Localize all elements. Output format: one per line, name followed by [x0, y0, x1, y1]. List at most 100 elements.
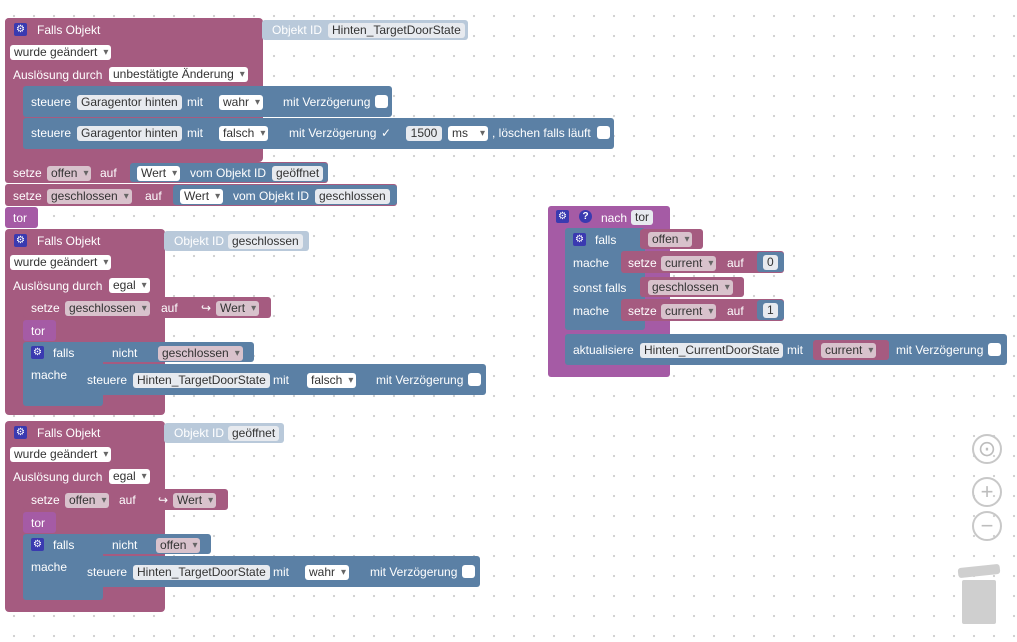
sonst-falls-label: sonst falls — [573, 281, 627, 295]
variable-dropdown[interactable]: geschlossen — [648, 280, 733, 295]
variable-dropdown[interactable]: current — [661, 256, 717, 271]
verzoegerung-label: mit Verzögerung — [370, 565, 458, 579]
steuere-target[interactable]: Hinten_TargetDoorState — [133, 565, 270, 580]
mit-label: mit — [187, 95, 203, 109]
steuere-target[interactable]: Hinten_TargetDoorState — [133, 373, 270, 388]
objekt-id-field[interactable]: geöffnet — [228, 426, 280, 441]
verzoegerung-label: mit Verzögerung — [283, 95, 371, 109]
mit-label: mit — [787, 343, 803, 357]
verzoegerung-label: mit Verzögerung — [289, 126, 377, 140]
ausloesung-label: Auslösung durch — [13, 279, 103, 293]
variable-dropdown[interactable]: offen — [648, 232, 693, 247]
verzoegerung-checkbox[interactable] — [468, 373, 481, 386]
falls-label: falls — [53, 538, 75, 552]
vom-objekt-label: vom Objekt ID — [233, 189, 310, 203]
aktualisiere-label: aktualisiere — [573, 343, 634, 357]
setze-label: setze — [31, 301, 60, 315]
wert-dropdown[interactable]: Wert — [173, 493, 217, 508]
recenter-icon[interactable]: ⊙ — [972, 434, 1002, 464]
variable-dropdown[interactable]: geschlossen — [47, 189, 132, 204]
delay-field[interactable]: 1500 — [406, 126, 442, 141]
setze-label: setze — [628, 256, 657, 270]
variable-dropdown[interactable]: current — [821, 343, 877, 358]
wert-dropdown[interactable]: Wert — [180, 189, 224, 204]
objekt-id-label: Objekt ID — [174, 426, 225, 440]
variable-dropdown[interactable]: offen — [65, 493, 110, 508]
objekt-id-field[interactable]: geschlossen — [228, 234, 303, 249]
tor-call-block[interactable] — [23, 512, 56, 533]
falls-label: falls — [595, 233, 617, 247]
tor-call-block[interactable] — [5, 207, 38, 228]
variable-dropdown[interactable]: geschlossen — [158, 346, 243, 361]
event-block-1-spine — [5, 18, 23, 168]
value-dropdown[interactable]: wahr — [305, 565, 350, 580]
return-icon: ↪ — [158, 493, 169, 507]
wert-dropdown[interactable]: Wert — [216, 301, 260, 316]
mache-label: mache — [573, 304, 610, 318]
trigger-dropdown[interactable]: wurde geändert — [10, 447, 112, 462]
objekt-id-field[interactable]: geschlossen — [315, 189, 390, 204]
trigger-dropdown[interactable]: wurde geändert — [10, 255, 112, 270]
steuere-label: steuere — [31, 95, 72, 109]
help-icon[interactable]: ? — [579, 210, 592, 223]
number-field[interactable]: 1 — [763, 303, 778, 318]
gear-icon[interactable]: ⚙ — [31, 538, 44, 551]
steuere-label: steuere — [31, 126, 72, 140]
value-dropdown[interactable]: wahr — [219, 95, 264, 110]
setze-label: setze — [31, 493, 60, 507]
verzoegerung-checkbox[interactable] — [462, 565, 475, 578]
auf-label: auf — [119, 493, 136, 507]
variable-dropdown[interactable]: offen — [156, 538, 201, 553]
nach-label: nach — [601, 211, 628, 225]
steuere-target[interactable]: Garagentor hinten — [77, 95, 182, 110]
zoom-in-icon[interactable]: + — [972, 477, 1002, 507]
loeschen-checkbox[interactable] — [597, 126, 610, 139]
variable-dropdown[interactable]: geschlossen — [65, 301, 150, 316]
variable-dropdown[interactable]: offen — [47, 166, 92, 181]
wert-dropdown[interactable]: Wert — [137, 166, 181, 181]
unit-dropdown[interactable]: ms — [448, 126, 488, 141]
vom-objekt-label: vom Objekt ID — [190, 166, 267, 180]
falls-objekt-label: Falls Objekt — [37, 426, 101, 440]
nicht-label: nicht — [112, 346, 138, 360]
gear-icon[interactable]: ⚙ — [14, 426, 27, 439]
aktualisiere-target[interactable]: Hinten_CurrentDoorState — [640, 343, 784, 358]
tor-label: tor — [13, 211, 28, 225]
steuere-label: steuere — [87, 373, 128, 387]
steuere-target[interactable]: Garagentor hinten — [77, 126, 182, 141]
tor-call-block[interactable] — [23, 320, 56, 341]
gear-icon[interactable]: ⚙ — [14, 234, 27, 247]
tor-label: tor — [31, 516, 46, 530]
mache-label: mache — [31, 560, 68, 574]
verzoegerung-check[interactable]: ✓ — [381, 126, 392, 140]
value-dropdown[interactable]: falsch — [307, 373, 357, 388]
tor-label: tor — [31, 324, 46, 338]
value-dropdown[interactable]: falsch — [219, 126, 269, 141]
ausloesung-dropdown[interactable]: egal — [109, 278, 150, 293]
objekt-id-label: Objekt ID — [174, 234, 225, 248]
gear-icon[interactable]: ⚙ — [573, 233, 586, 246]
verzoegerung-checkbox[interactable] — [988, 343, 1001, 356]
aktualisiere-block[interactable] — [565, 334, 1007, 365]
trash-icon[interactable] — [957, 563, 1001, 624]
auf-label: auf — [727, 256, 744, 270]
mache-label: mache — [573, 256, 610, 270]
setze-label: setze — [628, 304, 657, 318]
loeschen-label: , löschen falls läuft — [492, 126, 591, 140]
number-field[interactable]: 0 — [763, 255, 778, 270]
gear-icon[interactable]: ⚙ — [31, 346, 44, 359]
trigger-dropdown[interactable]: wurde geändert — [10, 45, 112, 60]
ausloesung-dropdown[interactable]: unbestätigte Änderung — [109, 67, 248, 82]
auf-label: auf — [727, 304, 744, 318]
verzoegerung-checkbox[interactable] — [375, 95, 388, 108]
setze-label: setze — [13, 166, 42, 180]
auf-label: auf — [161, 301, 178, 315]
variable-dropdown[interactable]: current — [661, 304, 717, 319]
function-name-field[interactable]: tor — [631, 210, 654, 225]
zoom-out-icon[interactable]: − — [972, 511, 1002, 541]
ausloesung-dropdown[interactable]: egal — [109, 469, 150, 484]
objekt-id-field[interactable]: geöffnet — [272, 166, 324, 181]
objekt-id-field[interactable]: Hinten_TargetDoorState — [328, 23, 465, 38]
gear-icon[interactable]: ⚙ — [14, 23, 27, 36]
gear-icon[interactable]: ⚙ — [556, 210, 569, 223]
